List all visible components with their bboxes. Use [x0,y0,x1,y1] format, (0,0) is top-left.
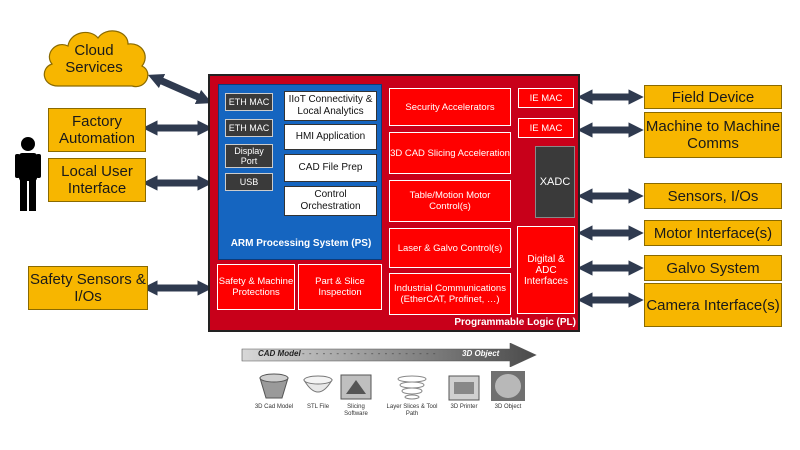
cloud-icon [43,30,149,88]
step-3d-object: 3D Object [494,404,522,410]
iiot-connectivity-block: IIoT Connectivity & Local Analytics [284,91,377,121]
display-port-block: Display Port [225,144,273,168]
arrow-cloud [147,74,213,104]
flow-start-label: CAD Model [258,349,301,358]
galvo-system-box: Galvo System [644,255,782,281]
cad-slicing-acceleration-block: 3D CAD Slicing Acceleration [389,132,511,174]
step-slicing-software: Slicing Software [344,404,368,417]
part-slice-inspection-block: Part & Slice Inspection [298,264,382,310]
stl-file-thumbnail [303,375,333,393]
control-orchestration-block: Control Orchestration [284,186,377,216]
slicing-software-thumbnail [340,374,372,400]
digital-adc-interfaces-block: Digital & ADC Interfaces [517,226,575,314]
flow-end-label: 3D Object [462,349,500,358]
step-3d-printer: 3D Printer [450,404,478,410]
eth-mac-2: ETH MAC [225,119,273,137]
pl-title: Programmable Logic (PL) [454,317,576,328]
local-user-interface-box: Local User Interface [48,158,146,202]
security-accelerators-block: Security Accelerators [389,88,511,126]
3d-printer-thumbnail [448,375,480,401]
step-cad-model: 3D Cad Model [254,404,294,410]
safety-sensors-box: Safety Sensors & I/Os [28,266,148,310]
ie-mac-2: IE MAC [518,118,574,138]
field-device-box: Field Device [644,85,782,109]
flow-arrow [241,343,537,367]
camera-interface-box: Camera Interface(s) [644,283,782,327]
industrial-communications-block: Industrial Communications (EtherCAT, Pro… [389,273,511,315]
ps-title: ARM Processing System (PS) [230,238,372,249]
ie-mac-1: IE MAC [518,88,574,108]
motor-interface-box: Motor Interface(s) [644,220,782,246]
cad-model-thumbnail [259,373,289,399]
step-stl-file: STL File [306,404,330,410]
layer-slices-thumbnail [397,375,427,400]
sensors-ios-box: Sensors, I/Os [644,183,782,209]
xadc-block: XADC [535,146,575,218]
laser-galvo-control-block: Laser & Galvo Control(s) [389,228,511,268]
eth-mac-1: ETH MAC [225,93,273,111]
step-layer-slices: Layer Slices & Tool Path [386,404,438,417]
motion-motor-control-block: Table/Motion Motor Control(s) [389,180,511,222]
3d-object-thumbnail [491,371,525,401]
machine-comms-box: Machine to Machine Comms [644,112,782,158]
hmi-application-block: HMI Application [284,124,377,150]
person-icon [15,137,41,211]
usb-block: USB [225,173,273,191]
safety-machine-protections-block: Safety & Machine Protections [217,264,295,310]
flow-dashes: - - - - - - - - - - - - - - - - - - - - [302,349,437,358]
cad-file-prep-block: CAD File Prep [284,154,377,182]
cloud-services-label: Cloud Services [65,42,123,76]
factory-automation-box: Factory Automation [48,108,146,152]
